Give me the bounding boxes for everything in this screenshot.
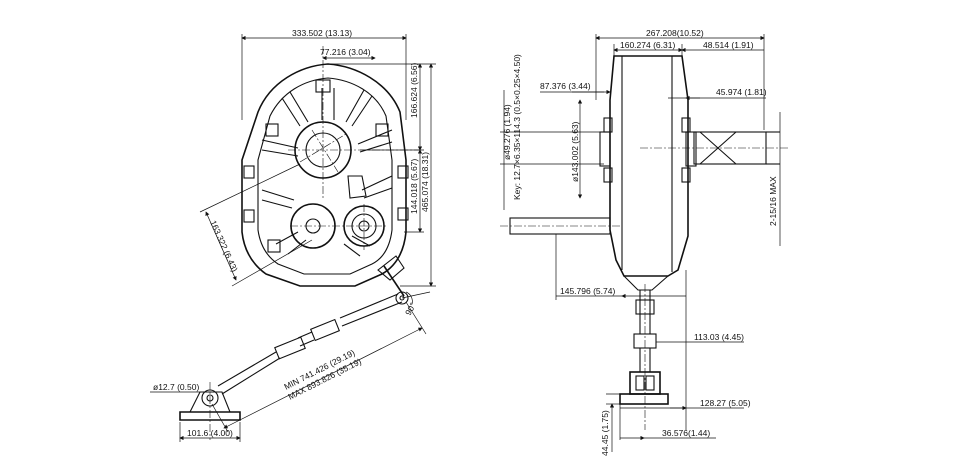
base-width-dim: 128.27 (5.05) [700, 398, 751, 408]
base-height-dim: 44.45 (1.75) [600, 410, 610, 456]
base-dim: 101.6 (4.00) [187, 428, 233, 438]
body-depth-dim: 160.274 (6.31) [620, 40, 675, 50]
overall-depth-dim: 267.208(10.52) [646, 28, 704, 38]
pilot-offset-dim: 87.376 (3.44) [540, 81, 591, 91]
upper-pivot [395, 291, 409, 305]
center-offset-dim: 77.216 (3.04) [320, 47, 371, 57]
arm-clevis [377, 255, 405, 281]
pin-dim: ø12.7 (0.50) [153, 382, 199, 392]
input-offset-dim: 145.796 (5.74) [560, 286, 615, 296]
pilot-dia-dim: ø143.002 (5.63) [570, 121, 580, 182]
shaft-offset-dim: 45.974 (1.81) [716, 87, 767, 97]
foot-dim: 36.576(1.44) [662, 428, 710, 438]
right-base-clevis [619, 371, 669, 405]
width-dim: 333.502 (13.13) [292, 28, 352, 38]
bore-dim: ø49.276 (1.94) [502, 104, 512, 160]
gearbox-housing-outline [241, 63, 407, 287]
arm-drop-dim: 113.03 (4.45) [694, 332, 744, 342]
gearbox-housing-inner [257, 77, 393, 275]
upper-height-dim: 166.624 (6.56) [409, 63, 419, 118]
left-view: 333.502 (13.13) 77.216 (3.04) 166.624 (6… [150, 28, 436, 442]
bolt-bosses [243, 79, 409, 253]
key-dim: Key: 12.7×6.35×114.3 (0.5×0.25×4.50) [512, 54, 522, 200]
shaft-height-dim: 144.018 (5.67) [409, 159, 419, 214]
total-height-dim: 465.074 (18.31) [420, 152, 430, 212]
shaft-spacing-dim: 163.322 (6.43) [208, 219, 240, 274]
shaft-max-dim: 2-15/16 MAX [768, 176, 778, 226]
right-view: 267.208(10.52) 160.274 (6.31) 48.514 (1.… [500, 28, 790, 456]
housing-ribs [261, 88, 393, 257]
flange-dim: 48.514 (1.91) [703, 40, 754, 50]
